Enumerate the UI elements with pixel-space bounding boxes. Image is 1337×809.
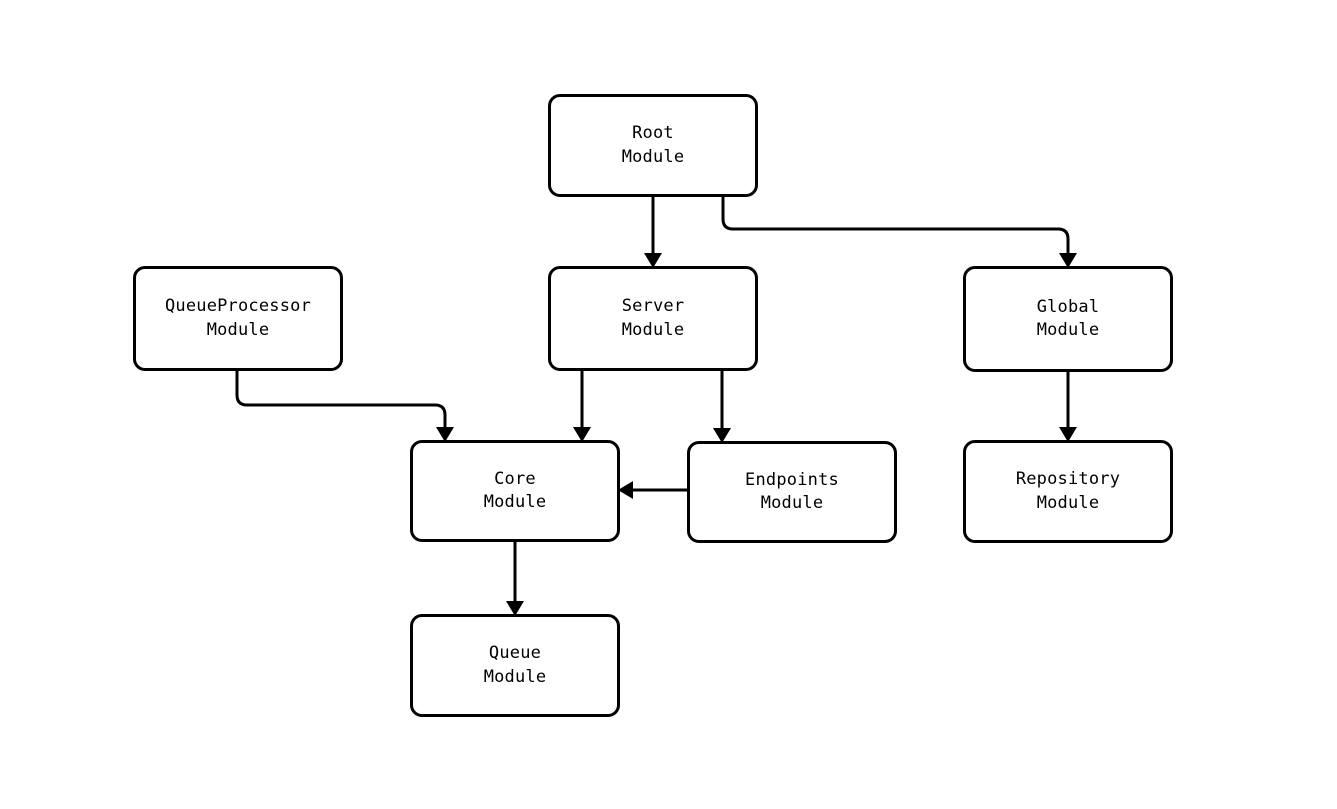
node-root-name: Root — [632, 123, 674, 144]
node-global-suffix: Module — [1036, 320, 1100, 340]
node-queue-suffix: Module — [483, 666, 547, 687]
edge-root-server — [644, 197, 662, 268]
edge-server-endpoints — [713, 371, 731, 443]
node-queueprocessor-name: QueueProcessor — [164, 296, 312, 317]
edge-global-repository — [1059, 372, 1077, 442]
node-queue-name: Queue — [488, 643, 542, 664]
edge-queueprocessor-core — [235, 371, 454, 442]
arrowhead-endpoints-core — [618, 481, 633, 499]
node-endpoints-suffix: Module — [760, 493, 824, 513]
node-repository-suffix: Module — [1036, 492, 1100, 513]
node-server-name: Server — [621, 296, 685, 317]
node-root-suffix: Module — [621, 146, 685, 167]
node-core-name: Core — [494, 468, 536, 489]
edge-server-core — [573, 371, 591, 442]
edge-root-global — [721, 197, 1077, 268]
node-endpoints-name: Endpoints — [745, 469, 839, 490]
node-server-suffix: Module — [621, 319, 685, 340]
node-repository-name: Repository — [1015, 469, 1121, 490]
node-global-name: Global — [1036, 296, 1100, 317]
node-queueprocessor-suffix: Module — [206, 319, 270, 340]
edge-endpoints-core — [618, 481, 687, 499]
edge-core-queue — [506, 542, 524, 616]
node-core-suffix: Module — [483, 492, 547, 512]
